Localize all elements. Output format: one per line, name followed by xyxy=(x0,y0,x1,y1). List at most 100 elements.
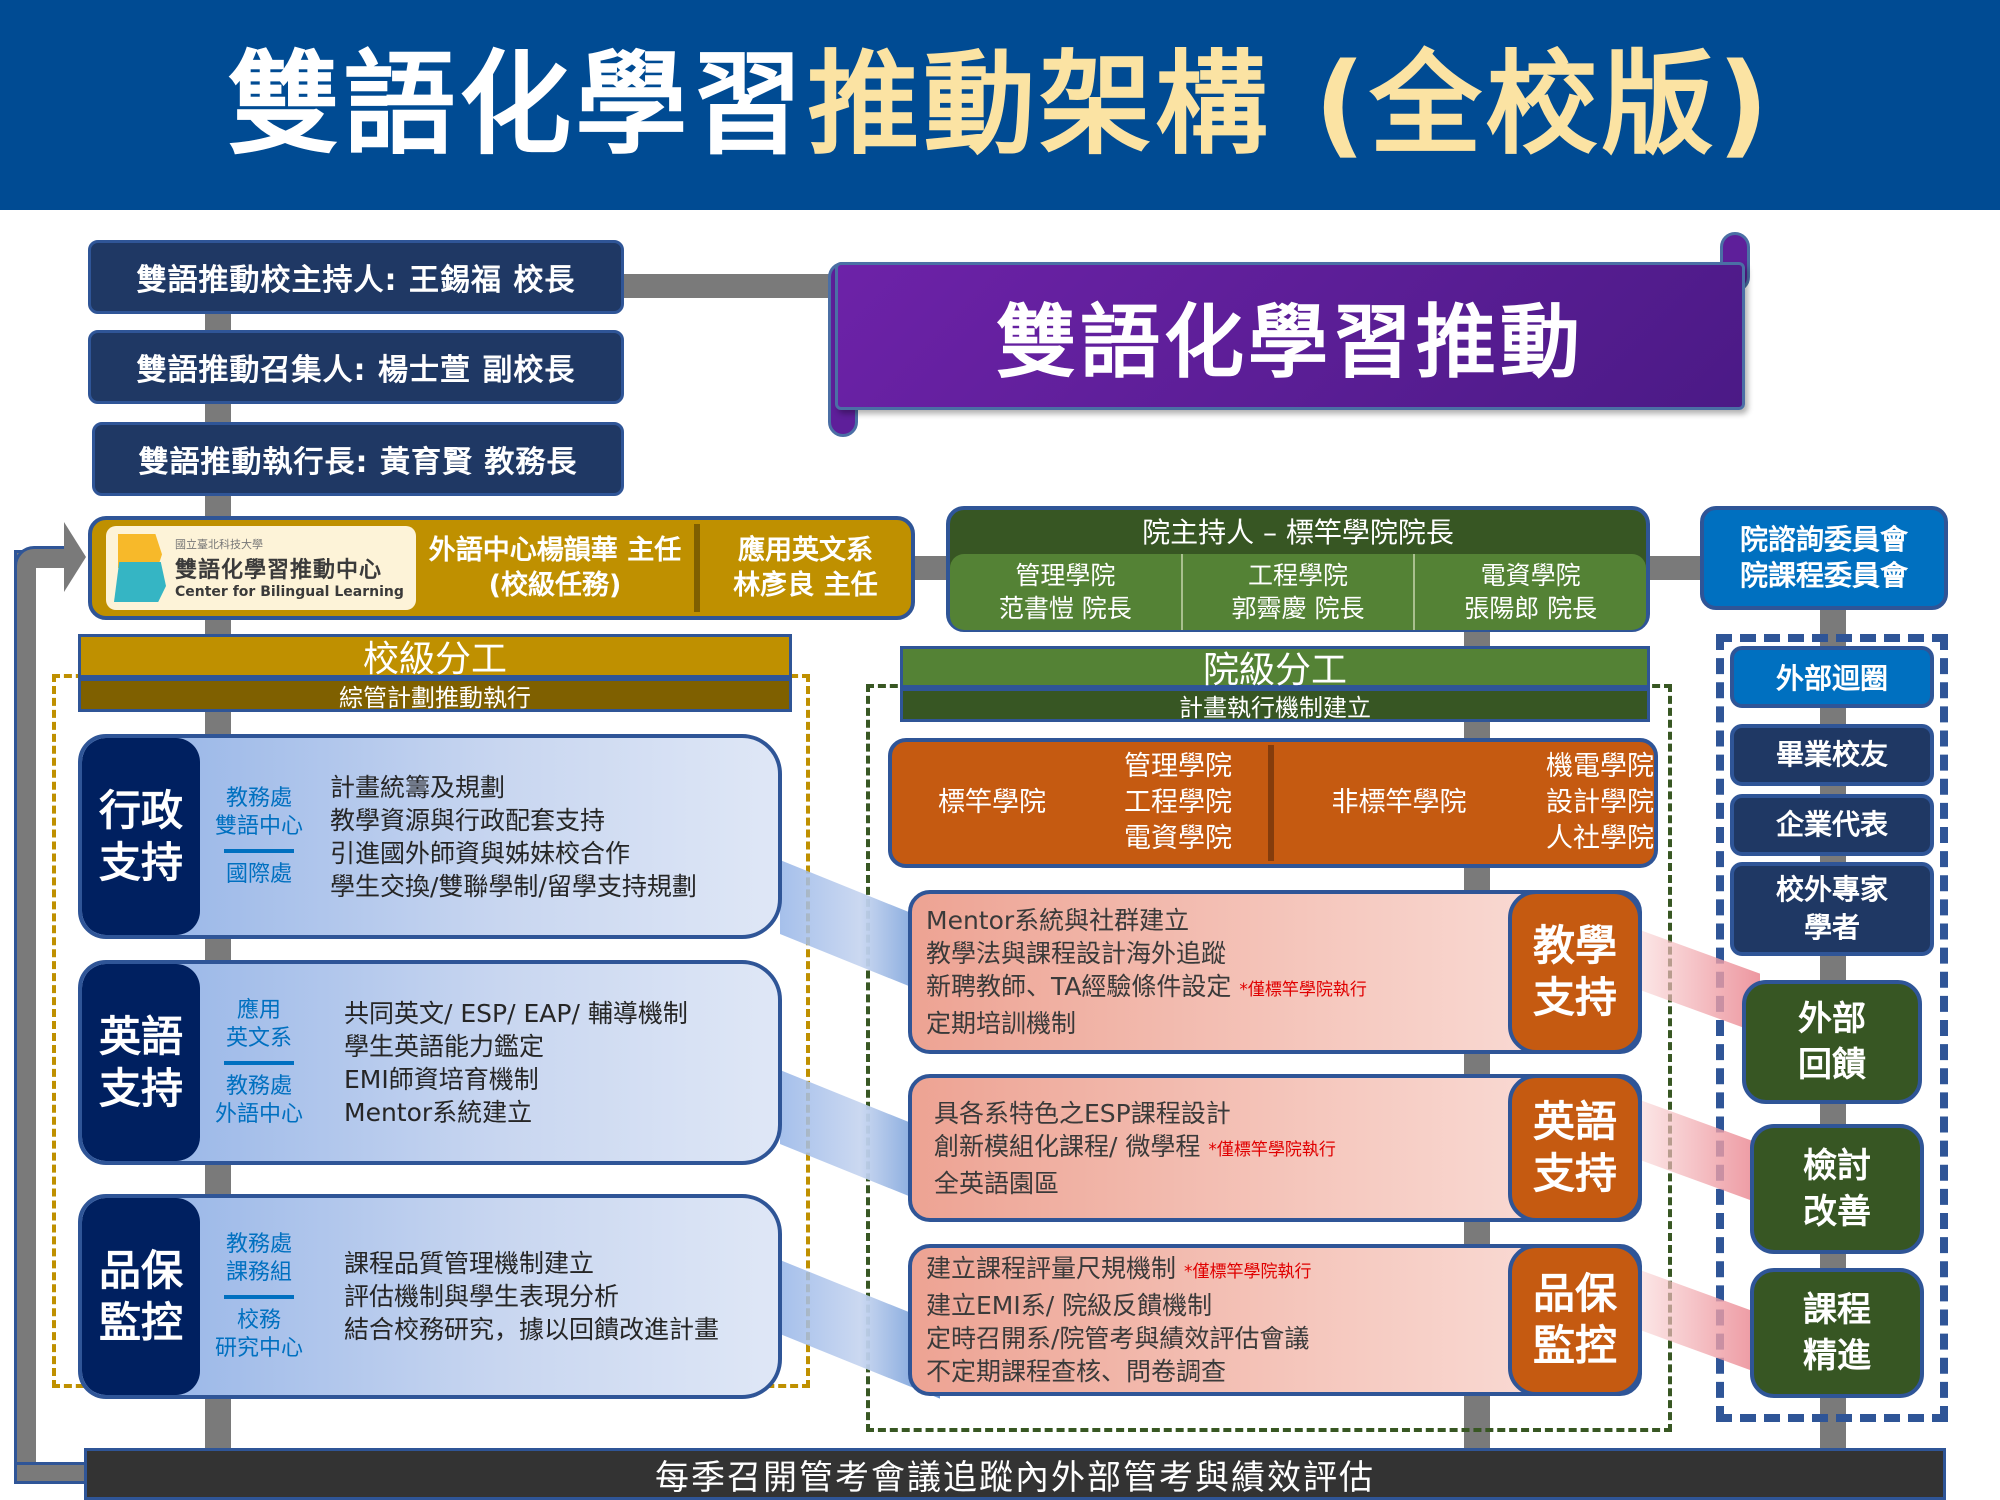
item-text: 全英語園區 xyxy=(934,1168,1060,1198)
unit: 應用 xyxy=(236,997,281,1023)
benchmark-only-note: *僅標竿學院執行 xyxy=(1239,980,1367,1000)
benchmark-only-note: *僅標竿學院執行 xyxy=(1183,1262,1312,1282)
external-feedback-box: 外部 回饋 xyxy=(1742,980,1922,1104)
non-benchmark-colleges: 機電學院 設計學院 人社學院 xyxy=(1524,749,1654,857)
item-text: 建立課程評量尺規機制 xyxy=(926,1254,1177,1283)
row-units: 教務處 課務組 校務 研究中心 xyxy=(204,1198,314,1395)
feedback-loop-bottom xyxy=(14,1462,86,1484)
item-text: 不定期課程查核、問卷調查 xyxy=(926,1357,1227,1386)
unit: 雙語中心 xyxy=(214,813,303,839)
list-item: 定時召開系/院管考與績效評估會議 xyxy=(926,1322,1311,1355)
bilingual-center-box: 國立臺北科技大學 雙語化學習推動中心 Center for Bilingual … xyxy=(88,516,915,620)
college-name: 管理學院 xyxy=(1015,561,1116,590)
title-part-2: 推動架構 (全校版) xyxy=(807,40,1773,170)
external-loop-group xyxy=(1716,634,1948,1422)
logo-title: 雙語化學習推動中心 xyxy=(175,558,383,583)
connector-college-advisory xyxy=(1646,556,1702,580)
curriculum-refine-box: 課程 精進 xyxy=(1750,1268,1924,1398)
english-dept-line1: 應用英文系 xyxy=(738,535,873,566)
divider xyxy=(224,1060,294,1065)
row-units: 教務處 雙語中心 國際處 xyxy=(204,738,314,935)
item-text: 新聘教師、TA經驗條件設定 xyxy=(926,972,1232,1001)
page-header: 雙語化學習推動架構 (全校版) xyxy=(0,0,2000,210)
college-name: 管理學院 xyxy=(1124,751,1232,782)
logo-b-icon xyxy=(114,532,169,604)
external-member-experts: 校外專家 學者 xyxy=(1730,862,1934,956)
item-text: 定時召開系/院管考與績效評估會議 xyxy=(926,1324,1310,1353)
title-part-1: 雙語化學習 xyxy=(227,40,808,170)
benchmark-only-note: *僅標竿學院執行 xyxy=(1208,1139,1336,1160)
advisory-line1: 院諮詢委員會 xyxy=(1739,523,1908,556)
divider xyxy=(694,524,700,612)
external-loop-title: 外部迴圈 xyxy=(1730,646,1934,708)
item-text: 定期培訓機制 xyxy=(926,1009,1077,1038)
row-label: 英語 支持 xyxy=(1508,1074,1642,1222)
external-loop-title-text: 外部迴圈 xyxy=(1775,662,1888,695)
member-label: 畢業校友 xyxy=(1775,738,1888,771)
college-name: 設計學院 xyxy=(1546,787,1654,818)
footer-label: 每季召開管考會議追蹤內外部管考與績效評估 xyxy=(655,1457,1375,1498)
banner-scroll: 雙語化學習推動 xyxy=(835,262,1745,410)
logo-english: Center for Bilingual Learning xyxy=(175,584,404,600)
logo-university: 國立臺北科技大學 xyxy=(175,538,263,551)
college-host-box: 院主持人 – 標竿學院院長 管理學院范書愷 院長 工程學院郭霽慶 院長 電資學院… xyxy=(946,506,1650,632)
arrow-right-icon xyxy=(64,522,86,592)
college-name: 工程學院 xyxy=(1248,561,1349,590)
dean-engineering: 工程學院郭霽慶 院長 xyxy=(1183,554,1416,630)
school-level-subtitle-text: 綜管計劃推動執行 xyxy=(339,683,531,712)
row-items: 建立課程評量尺規機制 *僅標竿學院執行 建立EMI系/ 院級反饋機制 定時召開系… xyxy=(926,1248,1311,1392)
leader-executive-label: 雙語推動執行長: 黃育賢 教務長 xyxy=(138,445,578,480)
unit: 英文系 xyxy=(225,1025,292,1051)
college-groups-box: 標竿學院 管理學院 工程學院 電資學院 非標竿學院 機電學院 設計學院 人社學院 xyxy=(888,738,1658,868)
list-item: 新聘教師、TA經驗條件設定 *僅標竿學院執行 xyxy=(926,970,1367,1007)
feedback-loop-line xyxy=(14,550,36,1470)
feedback-loop-corner xyxy=(14,546,74,568)
list-item: 教學資源與行政配套支持 xyxy=(330,805,606,835)
divider xyxy=(1268,745,1274,861)
school-row-quality: 品保 監控 教務處 課務組 校務 研究中心 課程品質管理機制建立 評估機制與學生… xyxy=(78,1194,782,1399)
college-host-title: 院主持人 – 標竿學院院長 xyxy=(1142,516,1454,549)
list-item: 創新模組化課程/ 微學程 *僅標竿學院執行 xyxy=(934,1130,1336,1167)
school-row-admin: 行政 支持 教務處 雙語中心 國際處 計畫統籌及規劃 教學資源與行政配套支持 引… xyxy=(78,734,782,939)
college-name: 電資學院 xyxy=(1480,561,1581,590)
center-director-line1: 外語中心楊韻華 主任 xyxy=(428,535,682,566)
center-director-line2: (校級任務) xyxy=(488,570,622,601)
college-level-title-text: 院級分工 xyxy=(1202,650,1347,691)
connector-center-college xyxy=(912,556,952,580)
unit: 教務處 xyxy=(225,1231,292,1257)
list-item: 評估機制與學生表現分析 xyxy=(344,1282,620,1311)
list-item: 引進國外師資與姊妹校合作 xyxy=(330,838,631,868)
row-label: 行政 支持 xyxy=(82,738,200,935)
member-label: 校外專家 學者 xyxy=(1775,873,1888,944)
review-improve-box: 檢討 改善 xyxy=(1750,1124,1924,1254)
divider xyxy=(224,1294,294,1299)
list-item: 定期培訓機制 xyxy=(926,1007,1367,1040)
college-row-quality: 建立課程評量尺規機制 *僅標竿學院執行 建立EMI系/ 院級反饋機制 定時召開系… xyxy=(908,1244,1642,1396)
leader-convener-label: 雙語推動召集人: 楊士萱 副校長 xyxy=(136,353,576,388)
row-units: 應用 英文系 教務處 外語中心 xyxy=(204,964,314,1161)
center-logo: 國立臺北科技大學 雙語化學習推動中心 Center for Bilingual … xyxy=(106,526,416,610)
row-items: 課程品質管理機制建立 評估機制與學生表現分析 結合校務研究，據以回饋改進計畫 xyxy=(344,1198,719,1395)
item-text: 建立EMI系/ 院級反饋機制 xyxy=(926,1291,1213,1320)
footer-review-meeting: 每季召開管考會議追蹤內外部管考與績效評估 xyxy=(84,1448,1946,1500)
unit: 教務處 xyxy=(225,785,292,811)
list-item: 教學法與課程設計海外追蹤 xyxy=(926,937,1367,970)
school-level-title: 校級分工 xyxy=(78,634,792,680)
college-row-teaching: Mentor系統與社群建立 教學法與課程設計海外追蹤 新聘教師、TA經驗條件設定… xyxy=(908,890,1642,1054)
center-director: 外語中心楊韻華 主任 (校級任務) xyxy=(416,533,694,603)
list-item: 不定期課程查核、問卷調查 xyxy=(926,1355,1311,1388)
unit: 外語中心 xyxy=(214,1101,303,1127)
row-label: 教學 支持 xyxy=(1508,890,1642,1054)
feedback-label: 課程 精進 xyxy=(1803,1290,1871,1376)
college-name: 機電學院 xyxy=(1546,751,1654,782)
dean-eecs: 電資學院張陽郎 院長 xyxy=(1415,554,1646,630)
leader-host-label: 雙語推動校主持人: 王錫福 校長 xyxy=(136,263,576,298)
list-item: Mentor系統與社群建立 xyxy=(926,904,1367,937)
college-name: 工程學院 xyxy=(1124,787,1232,818)
list-item: 學生英語能力鑑定 xyxy=(344,1031,545,1061)
row-label: 英語 支持 xyxy=(82,964,200,1161)
external-member-industry: 企業代表 xyxy=(1730,794,1934,856)
list-item: EMI師資培育機制 xyxy=(344,1064,539,1094)
item-text: 創新模組化課程/ 微學程 xyxy=(934,1131,1201,1161)
row-label: 品保 監控 xyxy=(82,1198,200,1395)
